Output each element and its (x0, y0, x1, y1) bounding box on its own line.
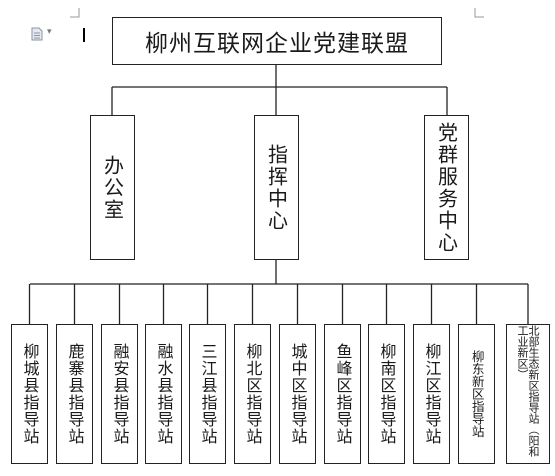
station-label: 柳东新区指导站 (469, 350, 485, 438)
station-label: 柳北区指导站 (243, 343, 263, 445)
text-cursor (83, 28, 85, 42)
station-label: 柳南区指导站 (377, 343, 397, 445)
station-node-7: 城中区指导站 (279, 324, 316, 464)
station-node-8: 鱼峰区指导站 (324, 324, 361, 464)
station-node-5: 三江县指导站 (189, 324, 226, 464)
center-label: 办公室 (100, 154, 125, 221)
station-label: 北部生态新区指导站（阳和工业新区） (516, 325, 540, 457)
document-icon[interactable] (31, 27, 43, 41)
center-node-service: 党群服务中心 (424, 115, 469, 260)
station-label: 柳城县指导站 (20, 343, 40, 445)
station-node-12: 北部生态新区指导站（阳和工业新区） (506, 324, 550, 464)
station-label: 城中区指导站 (288, 343, 308, 445)
station-node-11: 柳东新区指导站 (458, 324, 495, 464)
station-label: 柳江区指导站 (422, 343, 442, 445)
root-label: 柳州互联网企业党建联盟 (145, 31, 409, 57)
station-node-2: 鹿寨县指导站 (56, 324, 93, 464)
dropdown-caret-icon[interactable]: ▾ (47, 27, 52, 37)
station-node-4: 融水县指导站 (145, 324, 182, 464)
station-label: 鹿寨县指导站 (65, 343, 85, 445)
station-node-3: 融安县指导站 (101, 324, 138, 464)
root-node: 柳州互联网企业党建联盟 (112, 17, 442, 65)
station-node-6: 柳北区指导站 (234, 324, 271, 464)
center-node-office: 办公室 (90, 115, 135, 260)
station-label: 融安县指导站 (110, 343, 130, 445)
center-label: 党群服务中心 (434, 121, 459, 254)
station-label: 鱼峰区指导站 (333, 343, 353, 445)
station-node-9: 柳南区指导站 (368, 324, 405, 464)
station-label: 融水县指导站 (154, 343, 174, 445)
station-node-1: 柳城县指导站 (11, 324, 48, 464)
page-corner-mark-left (70, 8, 80, 18)
station-label: 三江县指导站 (198, 343, 218, 445)
station-node-10: 柳江区指导站 (413, 324, 450, 464)
center-node-command: 指挥中心 (254, 115, 299, 260)
center-label: 指挥中心 (264, 143, 289, 232)
page-corner-mark-right (474, 8, 484, 18)
